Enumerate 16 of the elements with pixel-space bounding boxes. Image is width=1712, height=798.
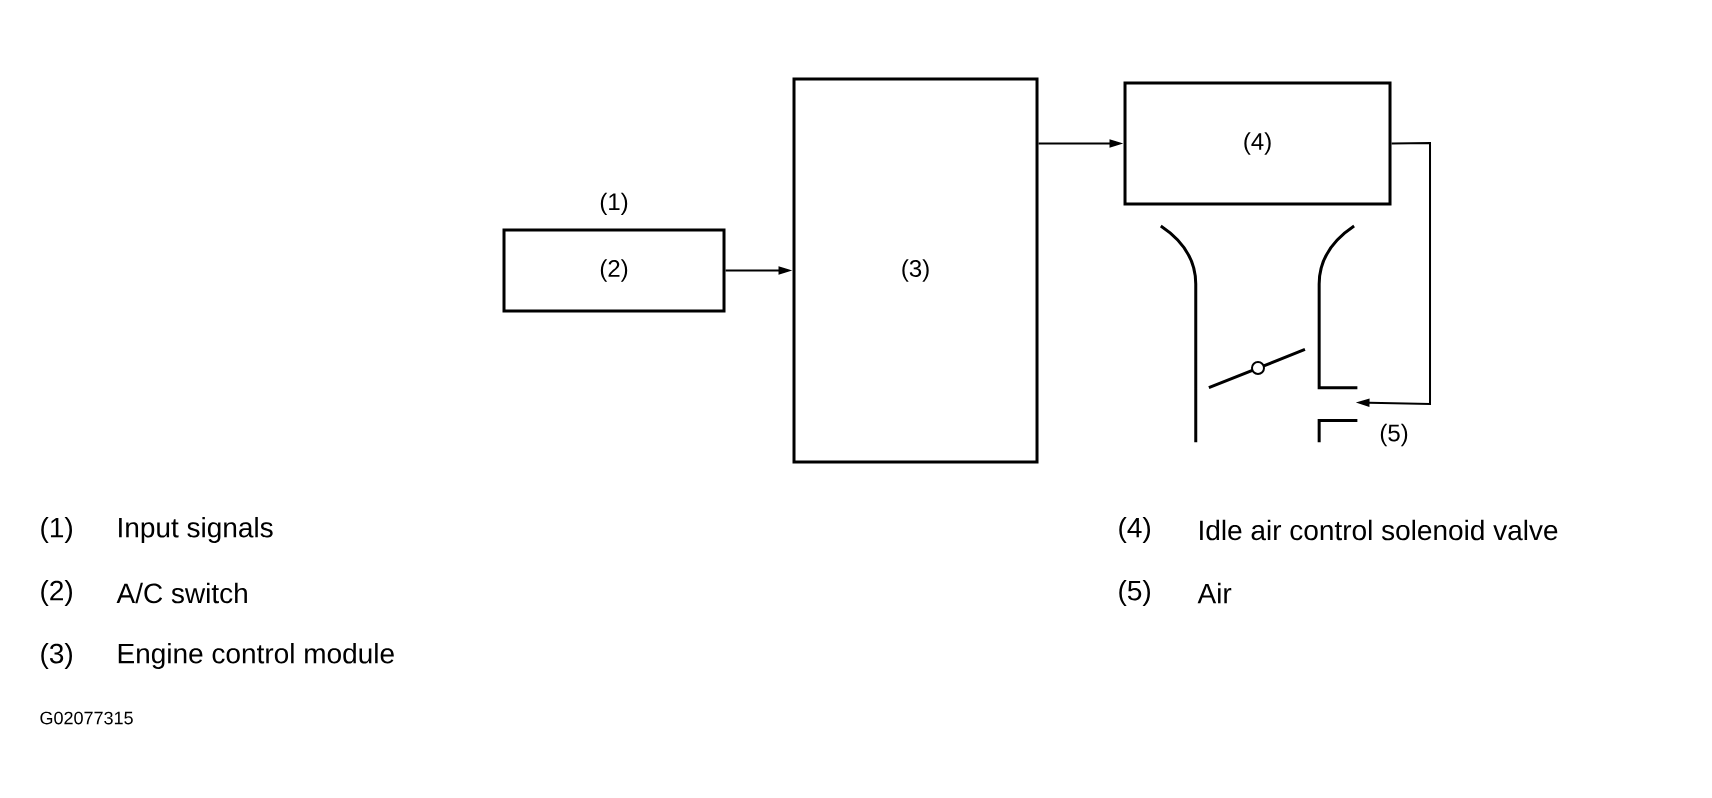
block-box: (2) [502,228,726,313]
callout-number: (5) [1380,423,1408,447]
block-box: (3) [792,77,1039,464]
callout-number: (4) [1119,516,1150,544]
callout-number: (3) [41,643,72,670]
block-box: (4) [1123,81,1392,206]
legend-text: Engine control module [118,642,394,670]
callout-number: (2) [41,579,72,607]
figure-code: G02077315 [40,711,133,725]
callout-number: (1) [41,516,72,544]
callout-number: (5) [1119,579,1150,607]
legend-text: A/C switch [116,582,247,604]
legend-text: Input signals [119,516,273,544]
legend-text: Air [1197,582,1232,604]
legend-text: Idle air control solenoid valve [1200,519,1558,541]
callout-number: (1) [600,192,628,215]
